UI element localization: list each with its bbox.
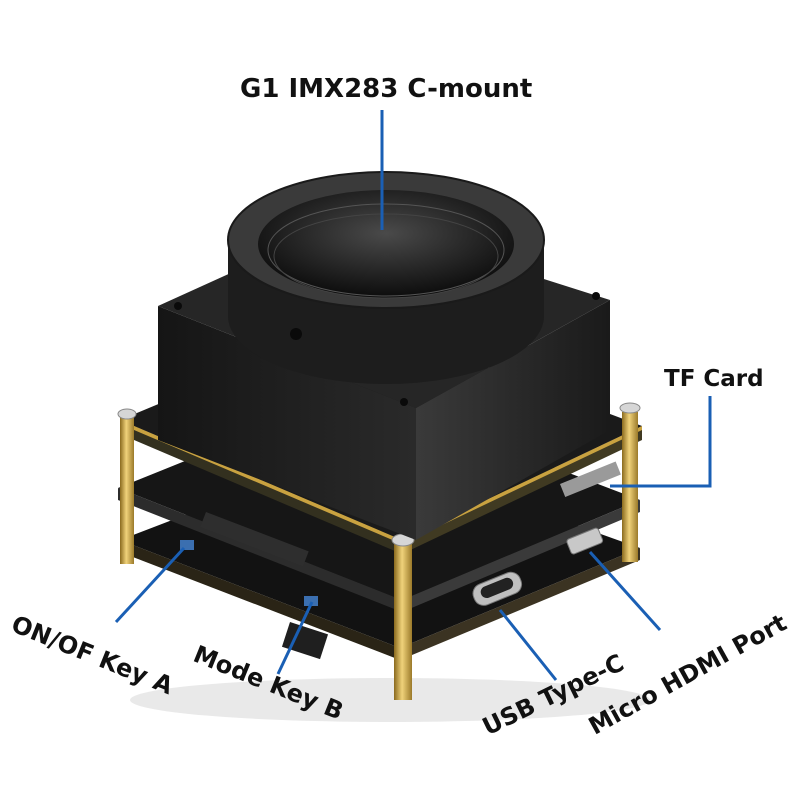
board-connector	[200, 511, 309, 567]
standoff-left	[120, 414, 134, 564]
product-title-label: G1 IMX283 C-mount	[240, 74, 533, 104]
usb-c-port-inner	[480, 577, 514, 599]
lens-opening	[258, 190, 514, 298]
housing-right-face	[416, 300, 610, 540]
sd-card-tab	[281, 622, 329, 660]
key-b-button	[304, 596, 318, 606]
leader-tf-card	[610, 396, 712, 488]
tf-card-slot	[559, 461, 621, 497]
c-mount-lens-ring	[227, 171, 545, 384]
bottom-board-side	[120, 540, 400, 660]
leader-usb	[498, 609, 558, 681]
housing-screw-hole	[592, 292, 600, 300]
ground-shadow	[130, 678, 650, 722]
leader-lines	[114, 110, 712, 681]
bottom-board-side-right	[400, 548, 640, 660]
screw-left	[117, 408, 137, 420]
lens-thread	[273, 213, 499, 299]
micro-hdmi-port	[566, 527, 604, 555]
housing-screw-hole	[400, 398, 408, 406]
housing-left-face	[158, 306, 416, 540]
lens-thread	[267, 203, 505, 297]
middle-board-side	[118, 488, 402, 612]
tf-card-label: TF Card	[664, 366, 764, 392]
housing-screw-hole	[174, 302, 182, 310]
leader-key-a	[114, 546, 186, 624]
leader-hdmi	[588, 550, 662, 632]
middle-board-side-right	[402, 500, 640, 612]
screw-right	[619, 402, 641, 414]
mount-screw-hole	[290, 328, 302, 340]
leader-key-b	[276, 601, 314, 675]
standoff-front	[394, 540, 412, 700]
key-a-button	[180, 540, 194, 550]
